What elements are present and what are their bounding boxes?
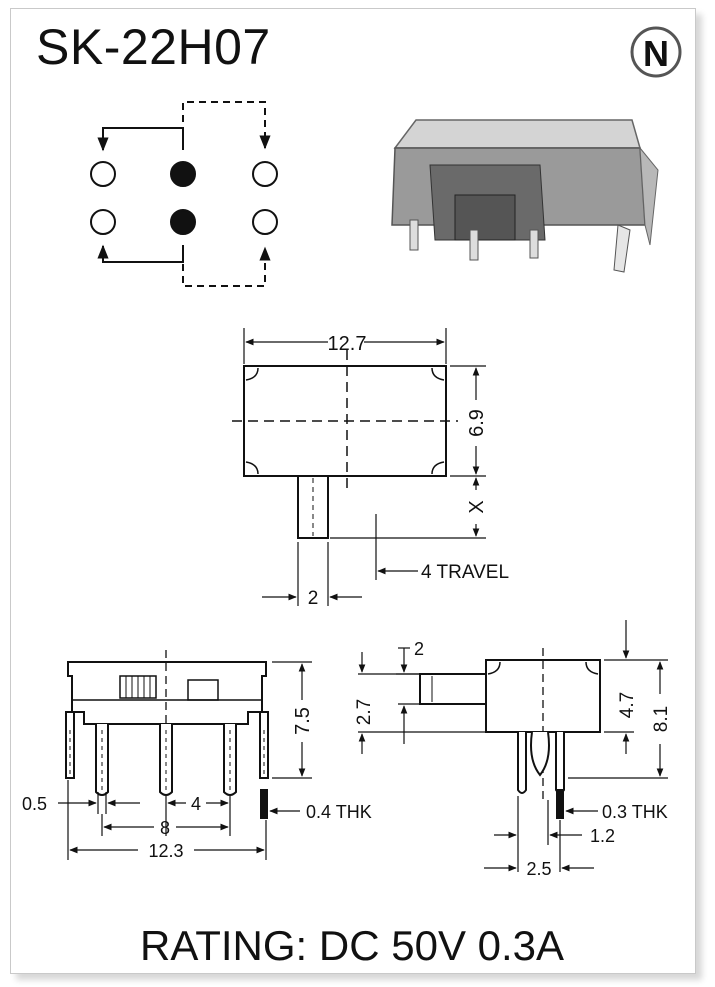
terminal-hollow: [252, 161, 278, 187]
front-pitch-label: 4: [191, 794, 201, 814]
front-view-body: [67, 661, 267, 725]
terminal-hollow: [90, 209, 116, 235]
terminal-common: [170, 161, 196, 187]
top-height-label: 6.9: [466, 409, 488, 437]
part-number-title: SK-22H07: [36, 19, 271, 75]
circuit-schematic: [90, 101, 278, 287]
side-total-height-label: 8.1: [651, 706, 672, 732]
front-thickness-label: 0.4 THK: [306, 802, 372, 822]
side-pin-pitch-label: 2.5: [526, 859, 551, 879]
dashed-link-bottom: [182, 246, 271, 287]
logo-letter: N: [643, 33, 669, 74]
top-pitch-label: 2: [308, 588, 319, 609]
solid-link-bottom: [97, 244, 184, 263]
side-actuator-height-label: 2.7: [354, 699, 375, 725]
product-illustration: [391, 119, 659, 273]
side-view: [358, 620, 668, 872]
top-view: [232, 328, 486, 606]
brand-logo: N: [630, 26, 682, 78]
side-actuator-offset-label: 2: [414, 639, 424, 659]
travel-label: 4 TRAVEL: [421, 562, 509, 583]
front-overall-label: 12.3: [148, 841, 183, 861]
front-pin-width-label: 0.5: [22, 794, 47, 814]
terminal-hollow: [252, 209, 278, 235]
side-view-body: [485, 659, 601, 733]
top-view-actuator: [297, 475, 329, 539]
terminal-hollow: [90, 161, 116, 187]
actuator-x-label: X: [466, 500, 488, 513]
front-span-label: 8: [160, 818, 170, 838]
front-height-label: 7.5: [292, 707, 314, 735]
top-width-label: 12.7: [328, 333, 367, 355]
side-view-actuator: [419, 673, 487, 705]
side-pin-gap-label: 1.2: [590, 826, 615, 846]
terminal-common: [170, 209, 196, 235]
side-body-height-label: 4.7: [617, 692, 638, 718]
solid-link-top: [97, 127, 184, 152]
dashed-link-top: [182, 101, 271, 150]
side-thickness-label: 0.3 THK: [602, 802, 668, 822]
rating-text: RATING: DC 50V 0.3A: [140, 922, 565, 969]
front-view: [58, 650, 312, 860]
